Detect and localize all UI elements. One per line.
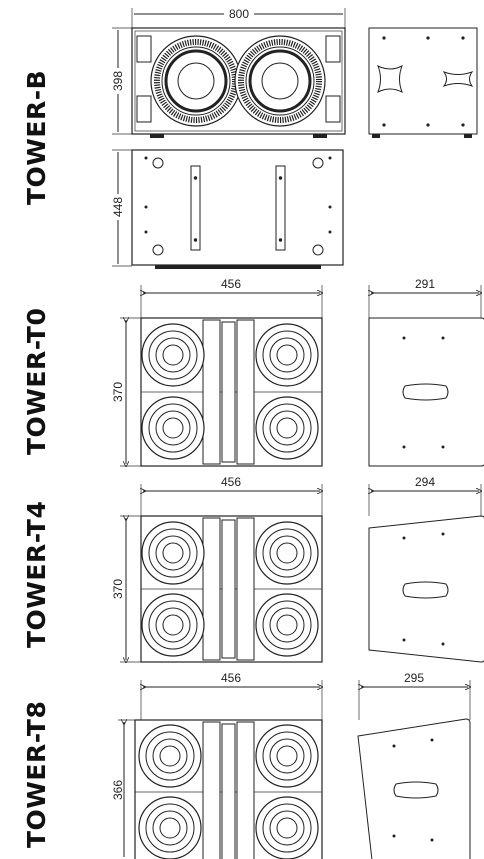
dim-t0-width: 456 — [221, 277, 241, 291]
tower-t0-side-view: 291 — [369, 277, 484, 467]
dim-t4-depth: 294 — [415, 475, 435, 489]
tower-t4-side-view: 294 — [369, 475, 484, 663]
svg-text:TOWER-B: TOWER-B — [22, 70, 51, 205]
svg-text:TOWER-T0: TOWER-T0 — [22, 308, 51, 455]
svg-text:TOWER-T8: TOWER-T8 — [22, 701, 51, 848]
tower-b-side-view — [368, 27, 478, 138]
tower-t8-side-view: 295 — [357, 671, 470, 859]
dim-b-depth: 448 — [111, 197, 125, 217]
tower-b-top-view: 448 — [111, 149, 344, 269]
tower-t8-drivers — [138, 724, 319, 859]
model-label-tower-t4: TOWER-T4 — [22, 501, 51, 648]
dim-t8-width: 456 — [221, 671, 241, 685]
tower-b-front-view: 800 398 — [111, 6, 346, 138]
dim-b-height: 398 — [111, 71, 125, 91]
tower-t0-drivers — [141, 323, 319, 460]
model-label-tower-t8: TOWER-T8 — [22, 701, 51, 848]
tower-t4-drivers — [141, 521, 319, 657]
tower-t0-front-view: 456 370 — [111, 277, 322, 466]
dim-t0-height: 370 — [111, 382, 125, 402]
dim-t0-depth: 291 — [415, 277, 435, 291]
dim-t8-height: 366 — [111, 780, 125, 800]
dim-t8-depth: 295 — [404, 671, 424, 685]
tower-t8-front-view: 456 366 — [111, 671, 322, 859]
dim-t4-height: 370 — [111, 579, 125, 599]
dim-b-width: 800 — [229, 7, 249, 21]
tower-b-woofer-right — [234, 35, 326, 127]
svg-text:TOWER-T4: TOWER-T4 — [22, 501, 51, 648]
model-label-tower-b: TOWER-B — [22, 70, 51, 205]
tower-t4-front-view: 456 370 — [111, 475, 322, 662]
model-label-tower-t0: TOWER-T0 — [22, 308, 51, 455]
tower-b-woofer-left — [150, 35, 242, 127]
dim-t4-width: 456 — [221, 475, 241, 489]
